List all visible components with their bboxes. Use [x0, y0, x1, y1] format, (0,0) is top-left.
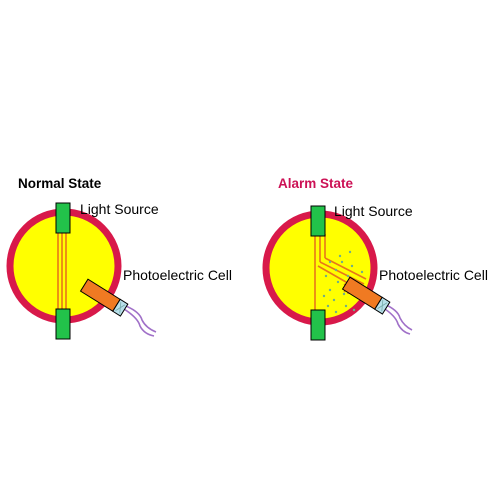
smoke-particles	[322, 250, 364, 314]
alarm-state-panel: Alarm State	[262, 176, 488, 341]
alarm-light-source-top	[310, 205, 326, 237]
alarm-state-title: Alarm State	[278, 176, 354, 191]
normal-cell-wires	[123, 305, 157, 337]
alarm-photoelectric-cell-label: Photoelectric Cell	[379, 267, 488, 283]
normal-light-source-label: Light Source	[80, 201, 159, 217]
alarm-light-source-label: Light Source	[334, 203, 413, 219]
alarm-light-source-bottom	[310, 309, 326, 341]
alarm-photoelectric-cell	[341, 276, 391, 315]
normal-photoelectric-cell-label: Photoelectric Cell	[123, 267, 232, 283]
normal-light-beam	[57, 232, 67, 312]
normal-state-title: Normal State	[18, 176, 102, 191]
normal-light-source-top	[55, 202, 71, 234]
normal-state-panel: Normal State Light Source Photoelectric …	[6, 176, 232, 340]
normal-photoelectric-cell	[79, 278, 129, 317]
normal-light-source-bottom	[55, 308, 71, 340]
alarm-cell-wires	[381, 303, 413, 335]
